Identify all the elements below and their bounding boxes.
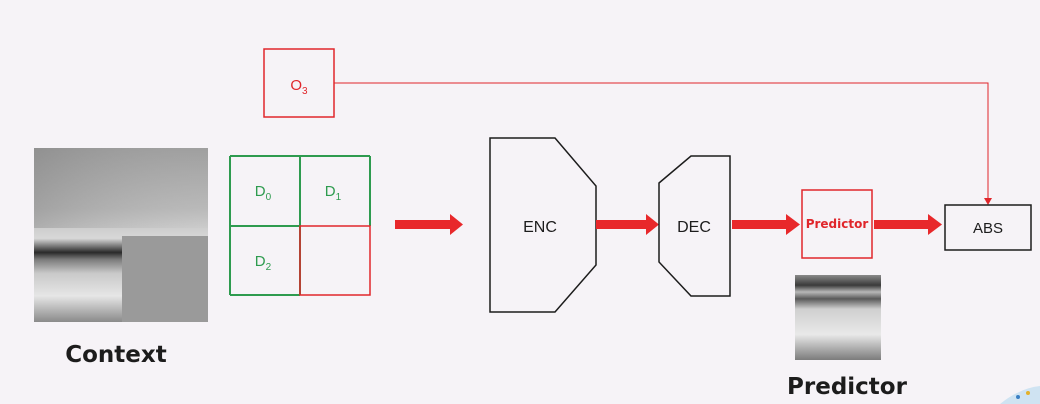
- target-cell: [299, 225, 371, 296]
- neighbor-grid: [229, 155, 371, 296]
- arrow-grid-to-enc: [395, 214, 463, 235]
- encoder-block: [489, 137, 597, 313]
- d1-label: D1: [325, 183, 342, 203]
- arrow-dec-to-predictor: [732, 214, 800, 235]
- abs-label: ABS: [973, 220, 1003, 237]
- o3-to-abs-line: [334, 82, 989, 200]
- d0-label: D0: [255, 183, 272, 203]
- corner-logo-fragment: [1000, 386, 1040, 404]
- arrow-predictor-to-abs: [874, 214, 942, 235]
- encoder-label: ENC: [523, 219, 557, 236]
- abs-box: [944, 204, 1032, 251]
- arrow-enc-to-dec: [596, 214, 659, 235]
- predictor-box: [801, 189, 873, 259]
- context-image: [34, 148, 208, 322]
- decoder-label: DEC: [677, 219, 711, 236]
- predictor-box-label: Predictor: [806, 217, 869, 231]
- predictor-output-image: [795, 275, 881, 360]
- d2-label: D2: [255, 253, 272, 273]
- o3-label: O3: [290, 77, 308, 97]
- o3-arrowhead: [984, 198, 992, 205]
- context-caption: Context: [65, 342, 166, 368]
- decoder-block: [658, 155, 731, 297]
- predictor-caption: Predictor: [787, 374, 908, 400]
